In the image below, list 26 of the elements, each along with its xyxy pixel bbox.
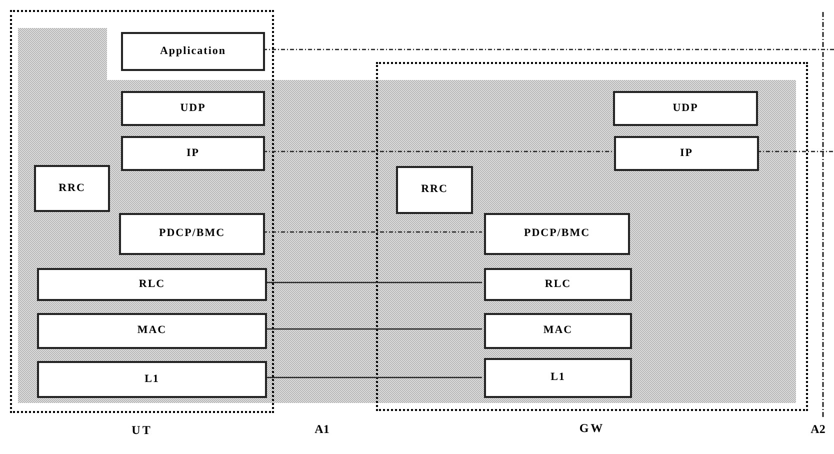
layer-box: IP <box>614 136 759 171</box>
layer-box: RRC <box>396 166 473 214</box>
connector-line <box>263 150 612 152</box>
connector-line <box>265 376 482 378</box>
layer-box: MAC <box>484 313 632 349</box>
group-label: UT <box>130 422 154 439</box>
connector-line <box>263 231 482 233</box>
connector-line <box>757 150 834 152</box>
connector-line <box>263 48 834 50</box>
connector-line <box>265 328 482 330</box>
layer-box: UDP <box>121 91 265 126</box>
interface-label: A1 <box>314 421 330 438</box>
layer-box: PDCP/BMC <box>484 213 630 255</box>
group-label: GW <box>578 420 606 437</box>
layer-box: RRC <box>34 165 110 212</box>
layer-box: Application <box>121 32 265 71</box>
layer-box: L1 <box>484 358 632 398</box>
layer-box: MAC <box>37 313 267 349</box>
layer-box: RLC <box>37 268 267 301</box>
layer-box: UDP <box>613 91 758 126</box>
layer-box: L1 <box>37 361 267 398</box>
connector-line <box>265 282 482 284</box>
layer-box: RLC <box>484 268 632 301</box>
layer-box: IP <box>121 136 265 171</box>
interface-label: A2 <box>810 421 826 438</box>
layer-box: PDCP/BMC <box>119 213 265 255</box>
